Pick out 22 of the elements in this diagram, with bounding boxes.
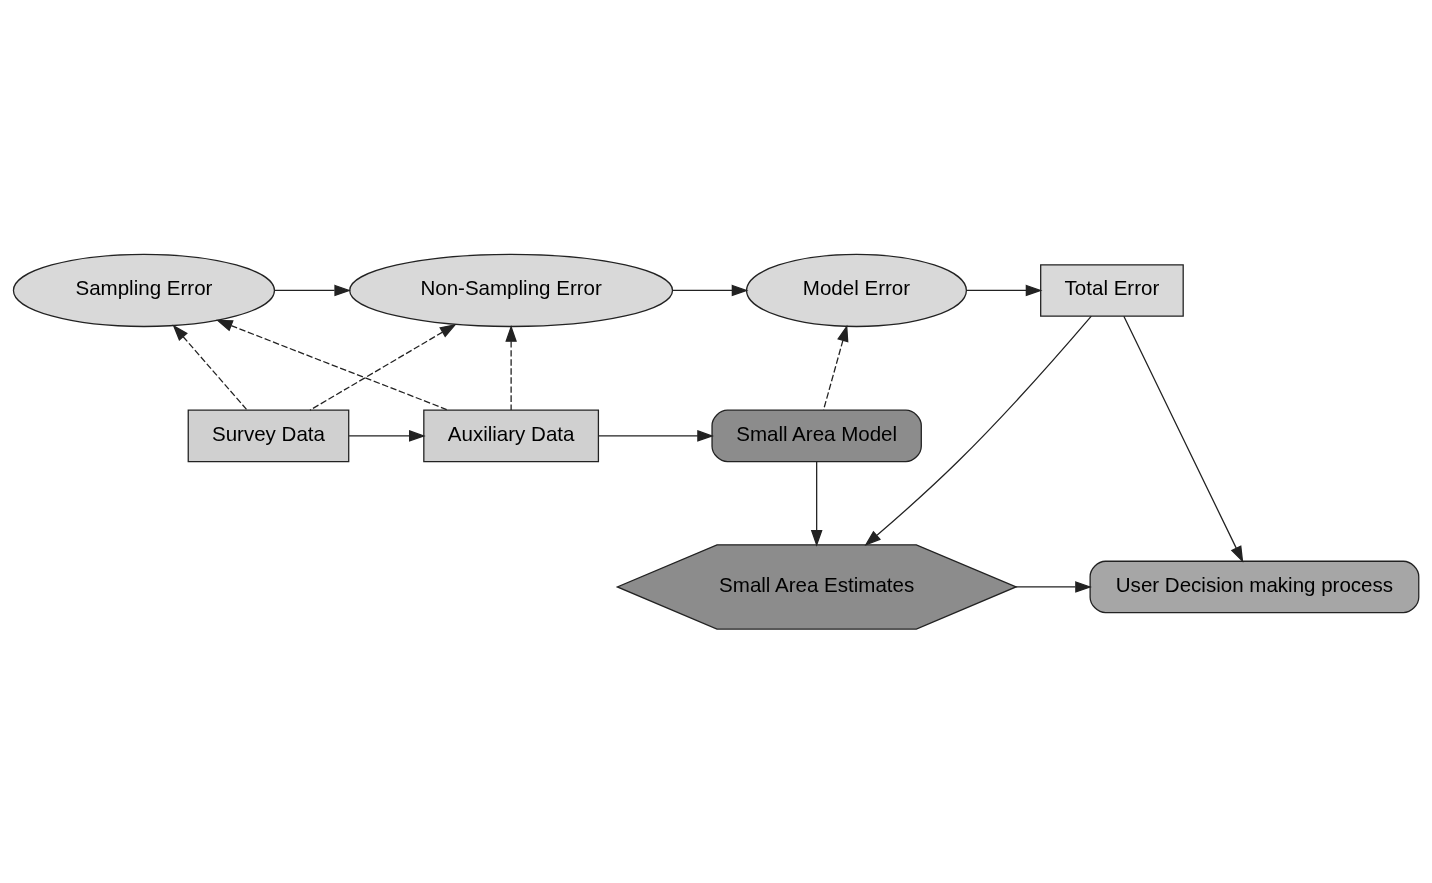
arrow [505, 325, 517, 411]
node-ellipse: Non-Sampling Error [349, 253, 674, 328]
node-box: User Decision making process [1089, 560, 1420, 614]
arrow [274, 284, 352, 297]
arrow [1015, 581, 1092, 593]
arrow [216, 319, 449, 411]
node-ellipse: Model Error [745, 253, 967, 328]
arrow [309, 323, 457, 411]
arrow [966, 284, 1043, 297]
arrow [822, 324, 849, 411]
arrow [1123, 315, 1244, 563]
arrow [172, 324, 248, 411]
node-box: Auxiliary Data [423, 409, 600, 463]
arrow [598, 430, 714, 442]
node-box: Survey Data [187, 409, 350, 463]
node-ellipse: Sampling Error [12, 253, 276, 328]
node-box: Small Area Model [711, 409, 922, 463]
arrow [672, 284, 749, 297]
node-box: Total Error [1040, 264, 1184, 317]
arrow [348, 430, 426, 442]
arrow [810, 461, 823, 547]
arrow [864, 315, 1092, 546]
